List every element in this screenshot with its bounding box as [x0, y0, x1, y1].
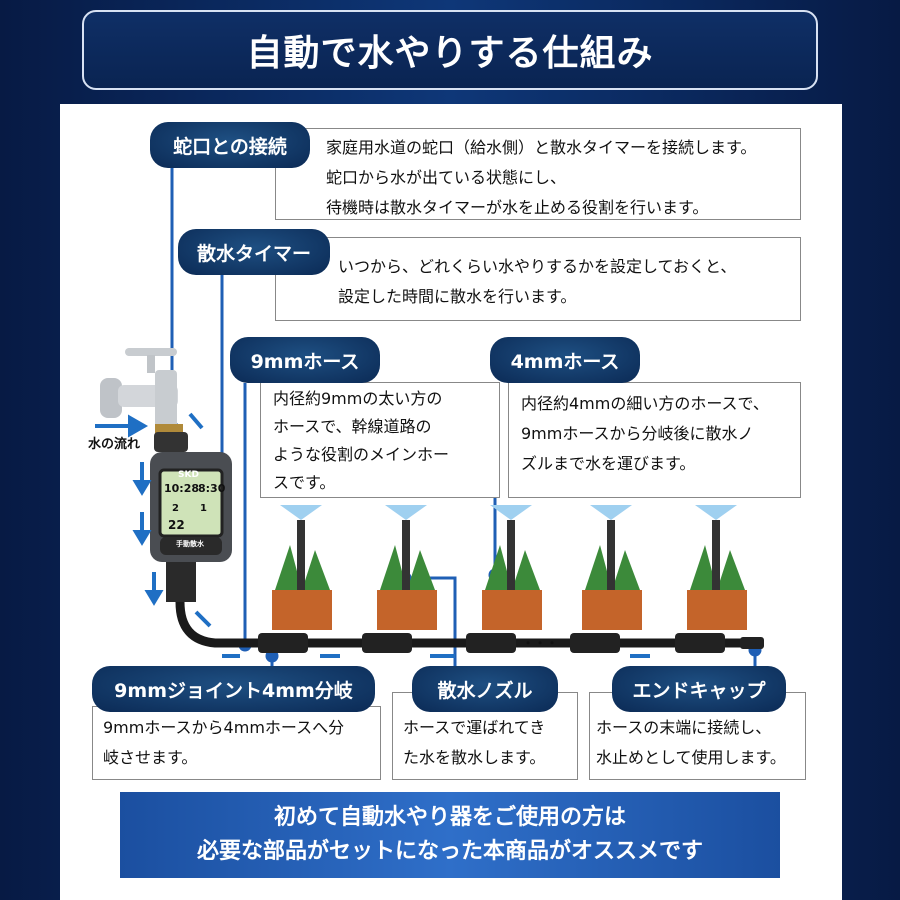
desc-line: 家庭用水道の蛇口（給水側）と散水タイマーを接続します。: [326, 138, 757, 157]
desc-line: ような役割のメインホー: [273, 445, 450, 464]
timer-label: 散水タイマー: [178, 229, 330, 275]
desc-line: 蛇口から水が出ている状態にし、: [326, 168, 567, 187]
joint-desc: 9mmホースから4mmホースへ分 岐させます。: [92, 706, 381, 780]
manual-water-button: 手動散水: [176, 540, 204, 548]
timer-duration: 1: [200, 503, 207, 514]
desc-line: ホースの末端に接続し、: [596, 718, 772, 737]
desc-line: 水止めとして使用します。: [596, 748, 786, 767]
timer-start: 8:30: [198, 482, 226, 495]
joints: [258, 633, 764, 653]
desc-line: 9mmホースから分岐後に散水ノ: [521, 424, 754, 443]
desc-line: 9mmホースから4mmホースへ分: [103, 718, 345, 737]
pot: [377, 505, 437, 630]
nozzle-label: 散水ノズル: [412, 666, 558, 712]
faucet-connection-desc: 家庭用水道の蛇口（給水側）と散水タイマーを接続します。 蛇口から水が出ている状態…: [275, 128, 801, 220]
timer-freq: 2: [172, 503, 179, 514]
timer-device-icon: [150, 432, 760, 648]
water-flow-label: 水の流れ: [88, 437, 141, 452]
hose-9mm-desc: 内径約9mmの太い方の ホースで、幹線道路の ような役割のメインホー スです。: [260, 382, 500, 498]
recommendation-banner: 初めて自動水やり器をご使用の方は 必要な部品がセットになった本商品がオススメです: [120, 792, 780, 878]
pot: [582, 505, 642, 630]
hose-9mm-label: 9mmホース: [230, 337, 380, 383]
timer-remain: 22: [168, 518, 185, 532]
page-title: 自動で水やりする仕組み: [82, 10, 818, 90]
hose-4mm-label: 4mmホース: [490, 337, 640, 383]
plant-pots: [272, 505, 747, 630]
ellipsis: ・・・: [522, 636, 559, 650]
desc-line: 内径約9mmの太い方の: [273, 389, 443, 408]
pot: [687, 505, 747, 630]
banner-line: 必要な部品がセットになった本商品がオススメです: [196, 839, 703, 864]
timer-desc: いつから、どれくらい水やりするかを設定しておくと、 設定した時間に散水を行います…: [275, 237, 801, 321]
desc-line: た水を散水します。: [403, 748, 546, 767]
timer-time: 10:28: [164, 482, 200, 495]
desc-line: いつから、どれくらい水やりするかを設定しておくと、: [338, 257, 737, 276]
desc-line: 設定した時間に散水を行います。: [338, 287, 577, 306]
desc-line: ホースで運ばれてき: [403, 718, 546, 737]
desc-line: 待機時は散水タイマーが水を止める役割を行います。: [326, 198, 709, 217]
desc-line: 内径約4mmの細い方のホースで、: [521, 394, 769, 413]
timer-brand: SKD: [178, 470, 199, 480]
faucet-icon: [100, 348, 183, 434]
hose-4mm-desc: 内径約4mmの細い方のホースで、 9mmホースから分岐後に散水ノ ズルまで水を運…: [508, 382, 801, 498]
pot: [482, 505, 542, 630]
desc-line: ホースで、幹線道路の: [273, 417, 432, 436]
desc-line: スです。: [273, 473, 336, 492]
flow-arrows: [95, 412, 650, 658]
desc-line: 岐させます。: [103, 748, 198, 767]
pot: [272, 505, 332, 630]
faucet-connection-label: 蛇口との接続: [150, 122, 310, 168]
endcap-label: エンドキャップ: [612, 666, 786, 712]
desc-line: ズルまで水を運びます。: [521, 454, 696, 473]
banner-line: 初めて自動水やり器をご使用の方は: [273, 805, 626, 830]
joint-label: 9mmジョイント4mm分岐: [92, 666, 375, 712]
